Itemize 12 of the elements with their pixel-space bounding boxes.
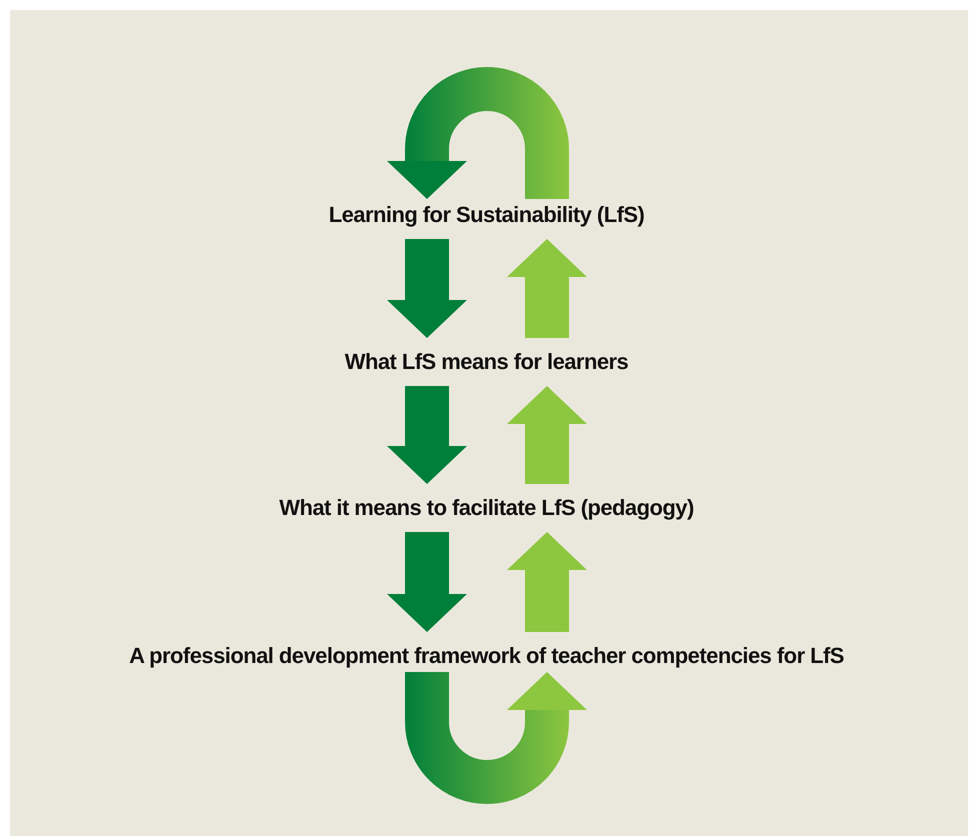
- block-arrow: [387, 532, 467, 632]
- step-text: What it means to facilitate LfS (pedagogy): [279, 497, 694, 519]
- block-arrow: [387, 386, 467, 484]
- block-arrow: [387, 239, 467, 338]
- block-arrow: [507, 532, 587, 632]
- step-text: Learning for Sustainability (LfS): [328, 204, 644, 226]
- block-arrow: [387, 67, 569, 199]
- block-arrow: [405, 672, 587, 804]
- step-text: What LfS means for learners: [344, 351, 628, 373]
- step-text: A professional development framework of teacher competencies for LfS: [129, 645, 844, 667]
- block-arrow: [507, 239, 587, 338]
- block-arrow: [507, 386, 587, 484]
